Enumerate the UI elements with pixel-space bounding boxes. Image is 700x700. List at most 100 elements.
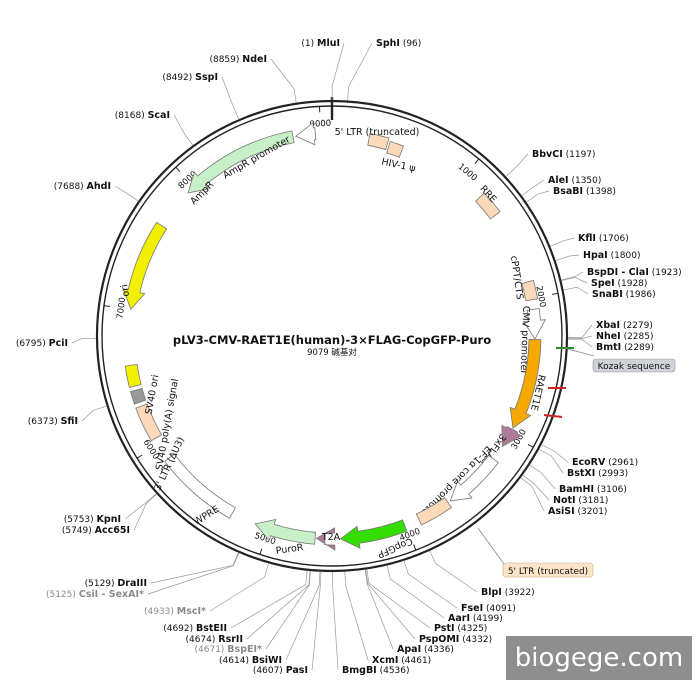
feature-label: PuroR: [275, 542, 304, 557]
site-position: (5125): [46, 590, 79, 600]
restriction-site[interactable]: (4614) BsiWI: [219, 571, 321, 666]
site-name: MluI: [317, 38, 340, 49]
feature[interactable]: T2A: [315, 527, 341, 551]
restriction-site[interactable]: BmtI (2289): [567, 338, 654, 353]
site-leader: [344, 571, 369, 661]
restriction-site[interactable]: PspOMI (4332): [365, 569, 492, 645]
restriction-site[interactable]: BspDI - ClaI (1923): [561, 267, 682, 281]
restriction-site[interactable]: AarI (4199): [386, 565, 503, 624]
site-position: (1928): [615, 279, 648, 289]
restriction-site[interactable]: (8168) ScaI: [115, 110, 194, 146]
restriction-site[interactable]: BmgBI (4536): [332, 571, 410, 676]
site-position: (4614): [219, 656, 252, 666]
restriction-site[interactable]: BbvCI (1197): [505, 149, 596, 177]
tick-mark: [552, 292, 559, 295]
restriction-site[interactable]: (5753) KpnI: [64, 493, 157, 525]
plasmid-title: pLV3-CMV-RAET1E(human)-3×FLAG-CopGFP-Pur…: [173, 333, 491, 347]
restriction-site[interactable]: (1) MluI: [301, 38, 345, 101]
feature[interactable]: RRE: [475, 184, 501, 220]
restriction-site[interactable]: (5129) DraIII: [85, 552, 239, 589]
feature[interactable]: CopGFP: [339, 519, 414, 560]
feature[interactable]: [415, 497, 453, 526]
restriction-site[interactable]: (8492) SspI: [162, 72, 240, 120]
restriction-site[interactable]: (5125) CsiI - SexAI*: [46, 552, 240, 600]
site-leader: [221, 76, 240, 120]
site-position: (4671): [195, 645, 228, 655]
site-label: SphI (96): [376, 38, 421, 49]
feature-shape: [449, 454, 499, 502]
site-label: (4671) BspEI*: [195, 644, 263, 655]
restriction-site[interactable]: (6795) PciI: [16, 337, 97, 349]
site-position: (4933): [144, 607, 177, 617]
restriction-site[interactable]: HpaI (1800): [555, 250, 641, 261]
site-label: (4614) BsiWI: [219, 655, 282, 666]
restriction-site[interactable]: FseI (4091): [403, 560, 516, 614]
site-leader: [429, 550, 478, 593]
restriction-site[interactable]: SpeI (1928): [561, 277, 647, 289]
restriction-site[interactable]: BlpI (3922): [429, 550, 535, 598]
feature[interactable]: 5' LTR (truncated): [335, 127, 420, 151]
restriction-site[interactable]: SphI (96): [347, 38, 422, 101]
site-position: (4674): [185, 635, 218, 645]
restriction-site[interactable]: KflI (1706): [550, 233, 629, 247]
site-leader: [521, 179, 545, 197]
ltr5-callout-box: [502, 562, 594, 578]
site-position: (8859): [209, 55, 242, 65]
feature-shape: [521, 279, 539, 302]
restriction-site[interactable]: (4607) PasI: [253, 571, 322, 676]
site-label: (4674) RsrII: [185, 634, 243, 645]
restriction-site[interactable]: BstXI (2993): [538, 448, 628, 479]
restriction-site[interactable]: ApaI (4336): [364, 569, 454, 655]
restriction-site[interactable]: EcoRV (2961): [541, 444, 639, 468]
site-leader: [147, 552, 240, 595]
site-leader: [331, 42, 345, 101]
restriction-site[interactable]: XbaI (2279): [567, 320, 653, 338]
feature[interactable]: PuroR: [254, 519, 317, 557]
site-name: SphI: [376, 38, 400, 49]
restriction-site[interactable]: (4674) RsrII: [185, 570, 311, 645]
feature-shape: [367, 133, 390, 151]
site-leader: [520, 477, 545, 512]
site-name: ApaI: [397, 644, 421, 655]
restriction-site[interactable]: (4692) BstEII: [163, 570, 308, 634]
site-name: AleI: [548, 175, 569, 186]
site-label: (5129) DraIII: [85, 578, 147, 589]
feature[interactable]: RAET1E: [509, 339, 547, 429]
site-leader: [81, 405, 107, 422]
restriction-site[interactable]: (4933) MscI*: [144, 563, 269, 617]
restriction-site[interactable]: AsiSI (3201): [520, 477, 608, 517]
restriction-site[interactable]: SnaBI (1986): [563, 286, 656, 300]
restriction-site[interactable]: BamHI (3106): [529, 464, 627, 495]
feature[interactable]: ori: [119, 221, 168, 311]
site-name: NotI: [553, 495, 576, 506]
restriction-site[interactable]: (8859) NdeI: [209, 54, 297, 103]
restriction-site[interactable]: (5749) Acc65I: [62, 493, 157, 536]
restriction-site[interactable]: (7688) AhdI: [54, 181, 139, 202]
site-name: DraIII: [117, 578, 147, 589]
site-label: (5749) Acc65I: [62, 525, 130, 536]
site-name: PspOMI: [419, 634, 459, 645]
feature-shape: [475, 192, 501, 220]
site-position: (4332): [459, 635, 492, 645]
site-name: BspEI*: [227, 644, 262, 655]
site-label: (8168) ScaI: [115, 110, 170, 121]
site-leader: [173, 114, 194, 146]
site-position: (2993): [595, 469, 628, 479]
tick-mark: [136, 454, 143, 459]
restriction-site[interactable]: PstI (4325): [366, 569, 487, 634]
restriction-site[interactable]: NotI (3181): [522, 474, 609, 506]
tick-label: 2000: [533, 285, 547, 308]
restriction-site[interactable]: NheI (2285): [567, 331, 654, 342]
restriction-site[interactable]: AleI (1350): [521, 175, 602, 197]
site-position: (96): [400, 39, 421, 49]
feature[interactable]: WPRE: [164, 453, 236, 528]
site-leader: [347, 42, 373, 101]
site-position: (1706): [596, 234, 629, 244]
site-name: KpnI: [97, 514, 121, 525]
restriction-site[interactable]: (4671) BspEI*: [195, 570, 311, 655]
feature[interactable]: cPPT/CTS: [508, 255, 539, 302]
restriction-site[interactable]: BsaBI (1398): [526, 186, 616, 203]
restriction-site[interactable]: XcmI (4461): [344, 571, 431, 666]
restriction-site[interactable]: (6373) SfiI: [28, 405, 107, 427]
site-leader: [364, 569, 394, 650]
